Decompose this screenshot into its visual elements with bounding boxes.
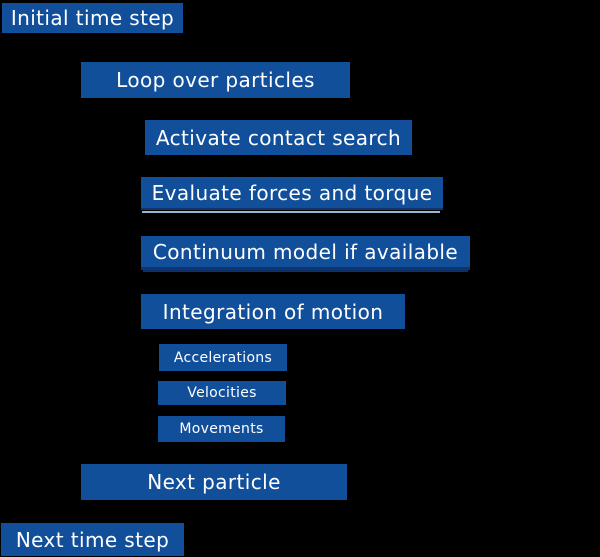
step-continuum-model-if-available: Continuum model if available bbox=[141, 236, 470, 272]
step-initial-time-step: Initial time step bbox=[2, 3, 183, 33]
step-velocities: Velocities bbox=[158, 381, 286, 405]
step-evaluate-forces-and-torque: Evaluate forces and torque bbox=[141, 177, 443, 213]
step-loop-over-particles: Loop over particles bbox=[81, 62, 350, 98]
step-next-particle: Next particle bbox=[81, 464, 347, 500]
step-activate-contact-search: Activate contact search bbox=[145, 120, 412, 155]
step-integration-of-motion: Integration of motion bbox=[141, 294, 405, 329]
step-accelerations: Accelerations bbox=[159, 344, 287, 371]
step-next-time-step: Next time step bbox=[1, 523, 184, 556]
step-movements: Movements bbox=[158, 416, 285, 442]
